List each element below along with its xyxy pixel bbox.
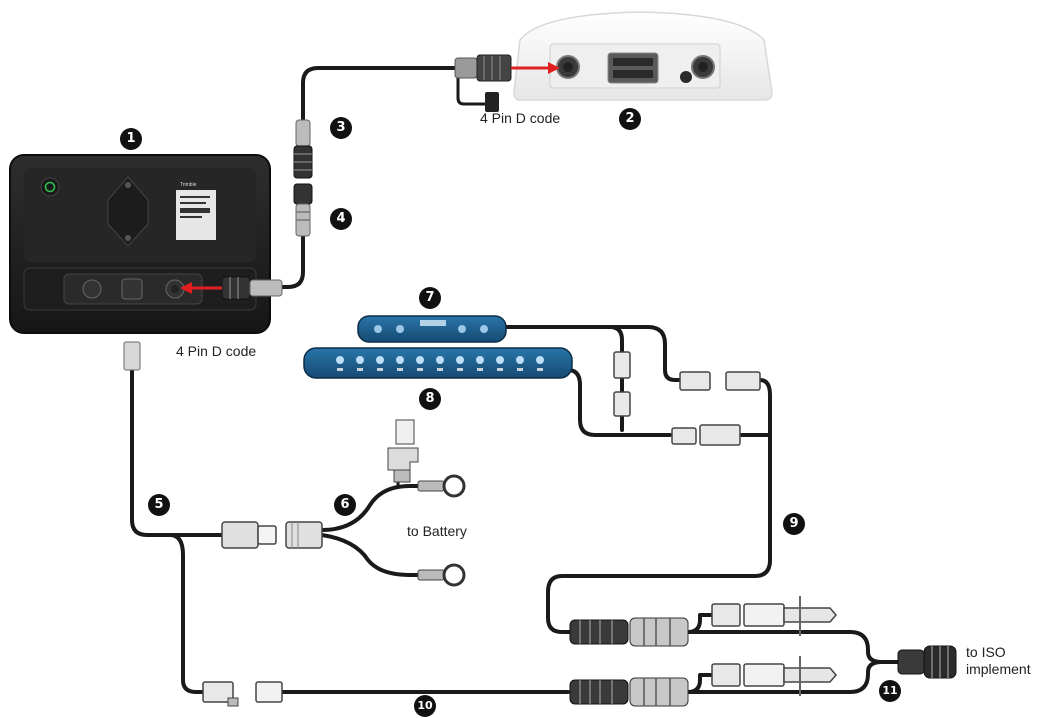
cable-battery <box>320 484 422 532</box>
iso-connectors-top <box>569 596 837 647</box>
iso-label-line1: to ISO <box>966 644 1006 660</box>
cable-switchbox-7 <box>501 325 682 382</box>
cable-switchbox-8 <box>566 368 672 437</box>
power-plug <box>123 341 141 371</box>
callout-7: 7 <box>419 287 441 309</box>
callout-1: 1 <box>120 128 142 150</box>
cable-10-connectors <box>202 681 283 707</box>
callout-6: 6 <box>334 494 356 516</box>
switchbox-harness-connectors <box>613 351 761 446</box>
cables <box>130 66 900 694</box>
switch-box-8 <box>303 347 573 379</box>
display-cable-connector <box>221 276 283 300</box>
gps-receiver-icon <box>513 11 773 101</box>
receiver-connector-label: 4 Pin D code <box>480 110 561 126</box>
cable-receiver <box>301 66 457 122</box>
cable-9-top <box>546 378 772 634</box>
iso-label-line2: implement <box>966 661 1031 677</box>
arrow-to-receiver <box>511 62 560 74</box>
callout-9: 9 <box>783 513 805 535</box>
callout-5: 5 <box>148 494 170 516</box>
callout-3: 3 <box>330 117 352 139</box>
cable-power-branch <box>168 533 205 694</box>
cable-extension <box>280 233 305 289</box>
connector-4 <box>293 183 313 237</box>
iso-connectors-bottom <box>569 656 837 707</box>
svg-text:Trimble: Trimble <box>180 182 197 188</box>
power-connector-pair <box>221 521 323 549</box>
cable-receiver-pigtail <box>456 73 490 106</box>
cable-iso-bottom <box>686 673 714 694</box>
cable-switchbox-7b <box>608 325 624 354</box>
display-connector-label: 4 Pin D code <box>176 343 257 359</box>
iso-implement-connector <box>897 645 957 679</box>
cable-battery-2 <box>320 533 422 577</box>
battery-label: to Battery <box>407 523 467 539</box>
arrow-to-display <box>180 282 222 294</box>
cable-iso-top-run <box>686 630 900 664</box>
connector-3 <box>293 119 313 179</box>
cable-iso-bottom-run <box>686 660 884 694</box>
callout-11: 11 <box>879 680 901 702</box>
callout-4: 4 <box>330 208 352 230</box>
receiver-cable-connector <box>454 54 512 112</box>
switch-box-7 <box>357 315 507 343</box>
battery-ring-terminals <box>417 474 466 587</box>
callout-8: 8 <box>419 388 441 410</box>
cable-iso-top <box>686 613 714 634</box>
callout-2: 2 <box>619 108 641 130</box>
fuse-holder <box>387 419 419 483</box>
tablet-display-icon: Trimble <box>9 154 271 334</box>
callout-10: 10 <box>414 695 436 717</box>
cable-power <box>130 368 224 537</box>
